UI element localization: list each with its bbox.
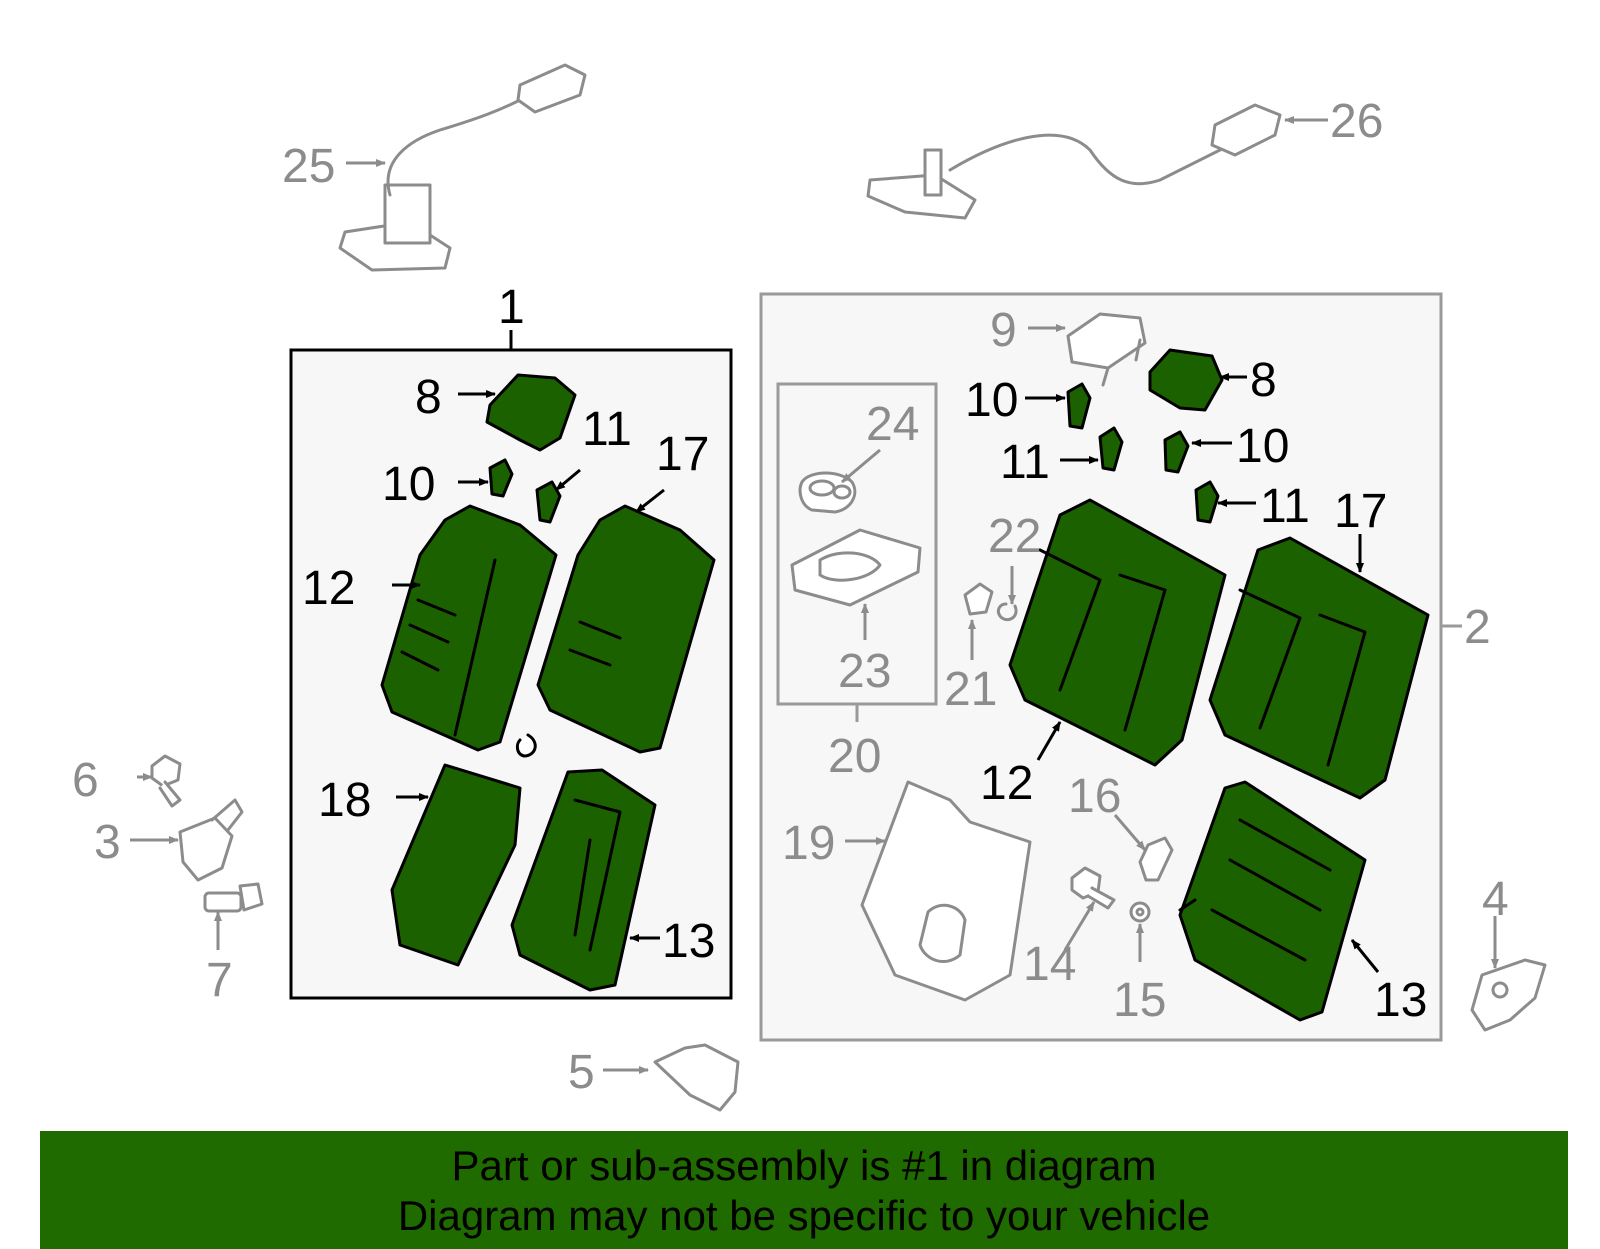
clip-10c-icon xyxy=(1163,430,1190,474)
seatback-12-icon xyxy=(380,504,558,752)
bracket-5-icon xyxy=(653,1043,740,1112)
callout-17-left: 17 xyxy=(656,428,709,481)
banner-line-2: Diagram may not be specific to your vehi… xyxy=(397,1192,1211,1239)
banner-line-1: Part or sub-assembly is #1 in diagram xyxy=(451,1142,1157,1189)
hook-22-icon xyxy=(996,602,1018,622)
armrest-8-icon xyxy=(485,373,577,452)
callout-10-right-top: 10 xyxy=(965,374,1018,427)
bolt-14-icon xyxy=(1070,866,1116,910)
armrest-8b-icon xyxy=(1148,348,1224,412)
callout-15: 15 xyxy=(1113,974,1166,1027)
clip-10-icon xyxy=(488,458,514,498)
callout-4: 4 xyxy=(1482,873,1509,926)
clip-11-icon xyxy=(535,480,562,524)
seatback-17b-icon xyxy=(1208,536,1430,800)
bolt-6-icon xyxy=(150,754,182,808)
callout-11-right: 11 xyxy=(1260,480,1310,533)
cup-holder-24-icon xyxy=(798,471,857,514)
callout-22: 22 xyxy=(988,510,1041,563)
clip-11b-icon xyxy=(1098,426,1124,472)
bracket-4-icon xyxy=(1470,958,1547,1032)
nut-15-icon xyxy=(1129,901,1151,923)
callout-12-left: 12 xyxy=(302,562,355,615)
callout-10-left: 10 xyxy=(382,458,435,511)
callout-21: 21 xyxy=(944,663,997,716)
armrest-cover-9-icon xyxy=(1066,312,1147,387)
frame-13b-icon xyxy=(1178,780,1367,1022)
panel-18-icon xyxy=(390,763,522,967)
callout-23: 23 xyxy=(838,645,891,698)
cable-25-icon xyxy=(338,63,587,272)
callout-13-left: 13 xyxy=(662,915,715,968)
bracket-3-icon xyxy=(178,798,244,882)
callout-14: 14 xyxy=(1023,938,1076,991)
callout-17-right: 17 xyxy=(1334,485,1387,538)
callout-8-left: 8 xyxy=(415,371,442,424)
callout-18: 18 xyxy=(318,774,371,827)
panel-19-icon xyxy=(860,780,1032,1002)
callout-3: 3 xyxy=(94,816,121,869)
hook-left-icon xyxy=(515,733,537,758)
callout-19: 19 xyxy=(782,817,835,870)
leaders-gray xyxy=(130,116,1499,1074)
clip-10b-icon xyxy=(1066,382,1092,430)
callout-5: 5 xyxy=(568,1046,595,1099)
seatback-12b-icon xyxy=(1008,498,1227,767)
callout-12-right: 12 xyxy=(980,757,1033,810)
callout-20: 20 xyxy=(828,730,881,783)
leaders-black xyxy=(392,373,1380,973)
callout-13-right: 13 xyxy=(1374,974,1427,1027)
callout-24: 24 xyxy=(866,398,919,451)
bolt-7-icon xyxy=(203,882,264,913)
callout-26: 26 xyxy=(1330,95,1383,148)
seatback-17-icon xyxy=(536,504,716,754)
info-banner: Part or sub-assembly is #1 in diagram Di… xyxy=(40,1131,1568,1249)
callout-7: 7 xyxy=(206,954,233,1007)
callout-16: 16 xyxy=(1068,770,1121,823)
callout-11-left: 11 xyxy=(582,403,632,456)
callout-8-right: 8 xyxy=(1250,354,1277,407)
callout-11-right-top: 11 xyxy=(1000,436,1050,489)
callout-6: 6 xyxy=(72,754,99,807)
clip-11c-icon xyxy=(1194,480,1220,524)
armrest-pad-23-icon xyxy=(790,528,922,607)
callout-25: 25 xyxy=(282,140,335,193)
callout-2: 2 xyxy=(1464,601,1491,654)
frame-13-icon xyxy=(510,768,657,992)
clip-21-icon xyxy=(963,582,994,616)
callout-9: 9 xyxy=(990,304,1017,357)
callout-10-right: 10 xyxy=(1236,420,1289,473)
callout-1: 1 xyxy=(498,281,525,334)
cable-26-icon xyxy=(866,103,1282,220)
bracket-16-icon xyxy=(1138,836,1174,882)
